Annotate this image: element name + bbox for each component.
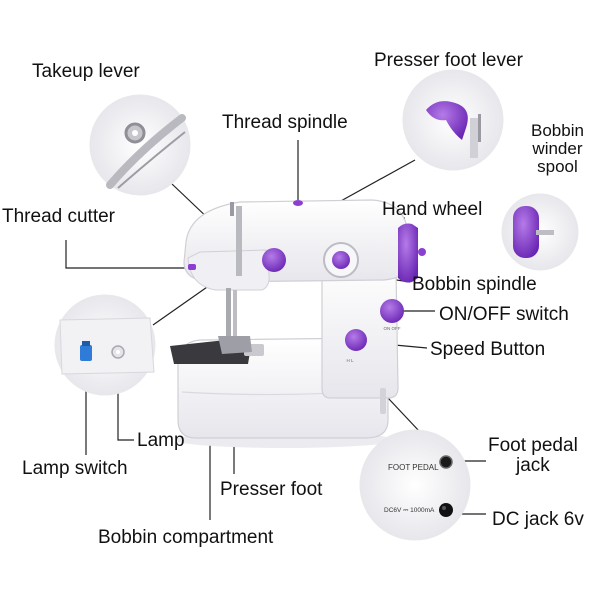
speed-marks: H L <box>346 358 354 363</box>
leader-thread-cutter <box>65 240 193 269</box>
bobbin-spindle-center <box>332 251 350 269</box>
needle-bar <box>226 288 231 336</box>
sewing-machine: ON OFF H L <box>170 199 426 448</box>
presser-lever-icon <box>426 101 468 140</box>
callout-takeup-lever <box>89 94 191 196</box>
panel-dc-rating-text: DC6V ⎓ 1000mA <box>384 507 435 514</box>
panel-foot-pedal-text: FOOT PEDAL <box>388 463 439 472</box>
winder-spool-icon <box>513 206 539 258</box>
leader-panel <box>387 397 421 433</box>
label-thread-spindle: Thread spindle <box>222 112 348 133</box>
label-presser-foot: Presser foot <box>220 479 323 500</box>
label-takeup-lever: Takeup lever <box>32 61 140 82</box>
machine-head <box>187 249 270 291</box>
presser-foot-shape <box>218 336 252 354</box>
callout-lamp <box>54 294 156 396</box>
dc-jack-icon <box>439 503 453 517</box>
speed-button-knob <box>345 329 367 351</box>
label-lamp: Lamp <box>137 430 185 451</box>
label-bobbin-compartment: Bobbin compartment <box>98 527 274 548</box>
foot-pedal-jack-icon <box>439 455 453 469</box>
label-speed-button: Speed Button <box>430 339 546 360</box>
leader-lamp-callout <box>152 284 211 326</box>
thread-cutter-nub <box>188 264 196 270</box>
takeup-tip <box>230 202 234 216</box>
label-lamp-switch: Lamp switch <box>22 458 128 479</box>
lamp-switch-icon <box>80 345 92 361</box>
label-on-off-switch: ON/OFF switch <box>439 304 569 325</box>
callout-ports-panel: FOOT PEDAL DC6V ⎓ 1000mA <box>359 429 471 541</box>
label-foot-pedal-jack: Foot pedal jack <box>488 435 578 476</box>
on-off-marks: ON OFF <box>384 326 401 331</box>
presser-foot-shank <box>233 290 237 336</box>
hand-wheel-shape <box>398 223 418 283</box>
rear-ports <box>380 388 386 414</box>
callout-bobbin-winder <box>501 193 579 271</box>
callout-presser-foot-lever <box>402 69 504 171</box>
tension-knob <box>262 248 286 272</box>
label-presser-foot-lever: Presser foot lever <box>374 50 523 71</box>
label-dc-jack: DC jack 6v <box>492 509 584 530</box>
label-thread-cutter: Thread cutter <box>2 206 115 227</box>
thread-spindle-dot <box>293 200 303 206</box>
leader-presser-lever <box>329 159 416 208</box>
on-off-button <box>380 299 404 323</box>
takeup-bar <box>236 206 242 276</box>
label-hand-wheel: Hand wheel <box>382 199 483 220</box>
label-bobbin-winder-spool: Bobbin winder spool <box>531 121 584 176</box>
label-bobbin-spindle: Bobbin spindle <box>412 274 537 295</box>
hand-wheel-hub <box>418 248 426 256</box>
